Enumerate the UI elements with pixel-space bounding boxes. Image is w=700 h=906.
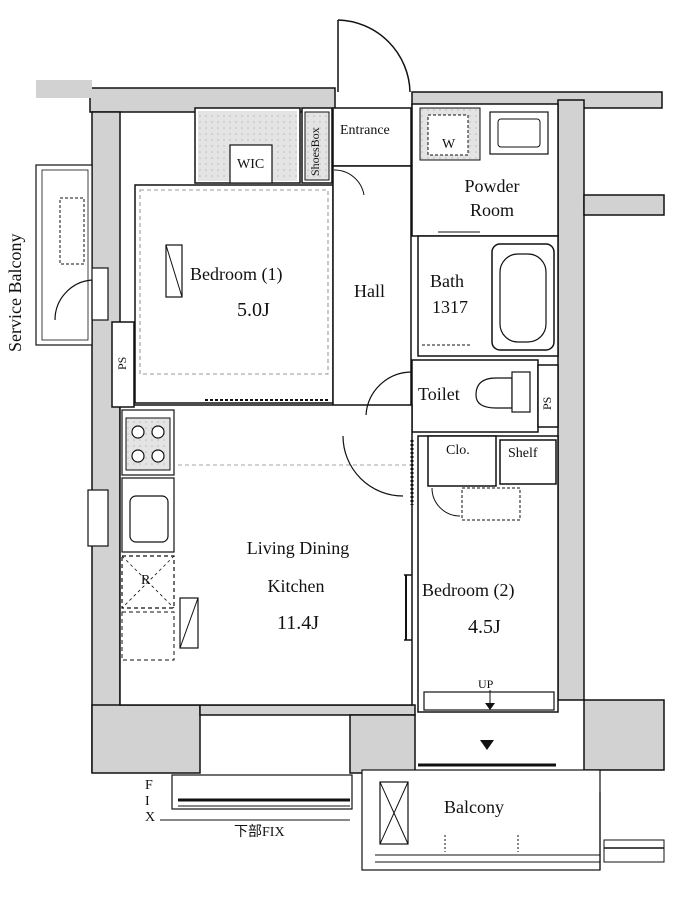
shoes-box-label: ShoesBox xyxy=(308,127,322,176)
ldk-size: 11.4J xyxy=(276,612,320,634)
hall-label: Hall xyxy=(354,281,385,301)
bath-label: Bath xyxy=(430,271,464,291)
ps-right-label: PS xyxy=(540,396,554,410)
shelf-label: Shelf xyxy=(508,446,538,461)
ldk-label-2: Kitchen xyxy=(267,576,325,596)
toilet-label: Toilet xyxy=(418,384,460,404)
bedroom1-label: Bedroom (1) xyxy=(190,264,283,284)
walls xyxy=(36,80,665,774)
washer-label: W xyxy=(442,137,456,152)
bath-size: 1317 xyxy=(432,297,468,317)
powder-room-label-2: Room xyxy=(469,200,515,220)
up-label: UP xyxy=(478,677,494,691)
refrigerator-label: R xyxy=(141,573,151,588)
service-balcony-label: Service Balcony xyxy=(5,233,25,352)
bedroom2-label: Bedroom (2) xyxy=(422,580,515,600)
closet-label: Clo. xyxy=(446,443,470,458)
bedroom2-size: 4.5J xyxy=(468,616,501,638)
balcony-label: Balcony xyxy=(444,797,504,817)
bedroom1-size: 5.0J xyxy=(237,299,270,321)
ps-left-label: PS xyxy=(115,356,129,370)
powder-room-label-1: Powder xyxy=(464,176,520,196)
fix-label: FIX xyxy=(145,778,156,825)
entrance-label: Entrance xyxy=(340,123,390,138)
lower-fix-label: 下部FIX xyxy=(234,825,285,840)
wic-label: WIC xyxy=(237,157,265,172)
ldk-label-1: Living Dining xyxy=(246,538,350,558)
